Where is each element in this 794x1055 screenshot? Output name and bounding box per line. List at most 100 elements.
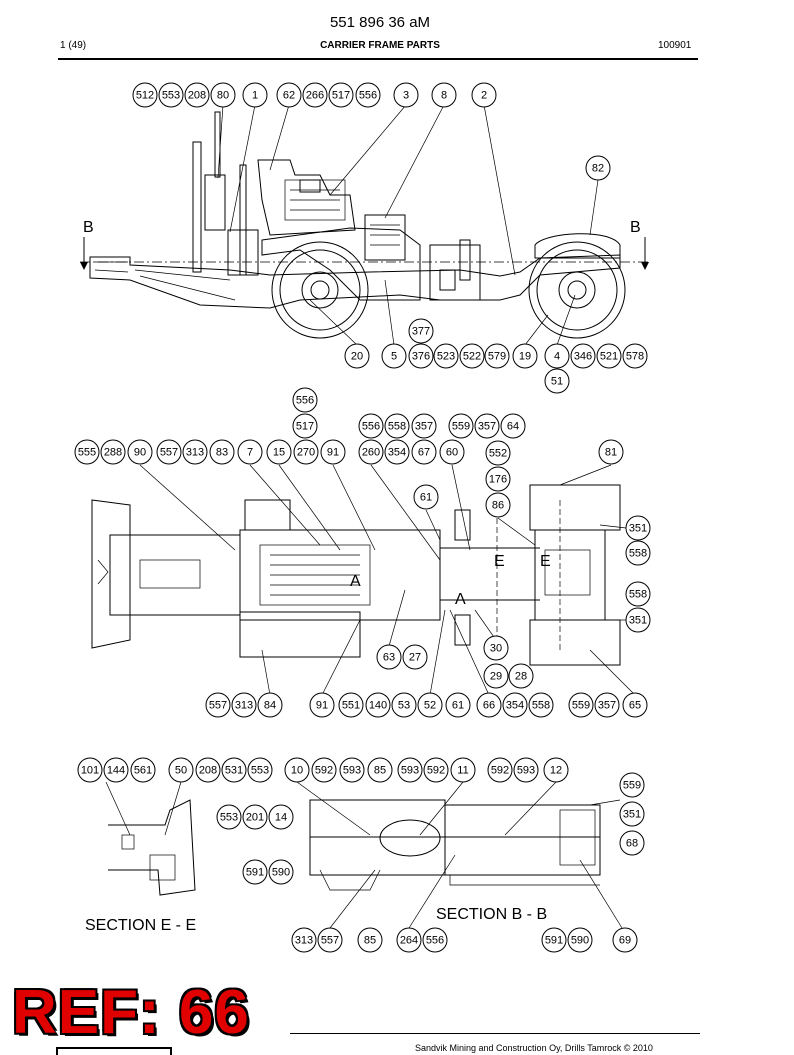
- callout-592: 592: [423, 757, 449, 783]
- callout-label: 351: [629, 615, 647, 627]
- callout-label: 10: [291, 765, 303, 777]
- callout-label: 558: [629, 548, 647, 560]
- callout-label: 558: [629, 589, 647, 601]
- callout-label: 85: [364, 935, 376, 947]
- callout-590: 590: [268, 859, 294, 885]
- callout-label: 81: [605, 447, 617, 459]
- section-ee-label: SECTION E - E: [85, 917, 196, 934]
- callout-label: 53: [398, 700, 410, 712]
- callout-label: 91: [316, 700, 328, 712]
- callout-label: 557: [209, 700, 227, 712]
- callout-label: 270: [297, 447, 315, 459]
- callout-351: 351: [619, 801, 645, 827]
- callout-68: 68: [619, 830, 645, 856]
- callout-144: 144: [103, 757, 129, 783]
- callout-label: 590: [272, 867, 290, 879]
- callout-label: 592: [491, 765, 509, 777]
- callout-label: 91: [327, 447, 339, 459]
- callout-52: 52: [417, 692, 443, 718]
- callout-label: 591: [246, 867, 264, 879]
- callout-208: 208: [195, 757, 221, 783]
- callout-578: 578: [622, 343, 648, 369]
- callout-label: 351: [623, 809, 641, 821]
- callout-label: 559: [572, 700, 590, 712]
- callout-82: 82: [585, 155, 611, 181]
- callout-559: 559: [619, 772, 645, 798]
- callout-90: 90: [127, 439, 153, 465]
- callout-313: 313: [182, 439, 208, 465]
- callout-label: 522: [463, 351, 481, 363]
- callout-label: 66: [483, 700, 495, 712]
- callout-266: 266: [302, 82, 328, 108]
- callout-553: 553: [247, 757, 273, 783]
- callout-557: 557: [205, 692, 231, 718]
- callout-label: 1: [252, 90, 258, 102]
- callout-label: 144: [107, 765, 125, 777]
- page-indicator: 1 (49): [60, 40, 87, 51]
- callout-313: 313: [231, 692, 257, 718]
- callout-4: 4: [544, 343, 570, 369]
- callout-label: 3: [403, 90, 409, 102]
- callout-label: 592: [315, 765, 333, 777]
- callout-558: 558: [625, 540, 651, 566]
- callout-label: 61: [420, 492, 432, 504]
- callout-556: 556: [292, 387, 318, 413]
- callout-label: 15: [273, 447, 285, 459]
- callout-517: 517: [328, 82, 354, 108]
- callout-357: 357: [474, 413, 500, 439]
- callout-1: 1: [242, 82, 268, 108]
- callout-12: 12: [543, 757, 569, 783]
- callout-label: 82: [592, 163, 604, 175]
- callout-label: 578: [626, 351, 644, 363]
- callout-558: 558: [384, 413, 410, 439]
- callout-label: 559: [452, 421, 470, 433]
- callout-label: 266: [306, 90, 324, 102]
- callout-555: 555: [74, 439, 100, 465]
- callout-label: 579: [488, 351, 506, 363]
- callout-label: 591: [545, 935, 563, 947]
- callout-551: 551: [338, 692, 364, 718]
- callout-14: 14: [268, 804, 294, 830]
- callout-label: 512: [136, 90, 154, 102]
- callout-label: 357: [598, 700, 616, 712]
- callout-270: 270: [293, 439, 319, 465]
- document-code: 100901: [658, 40, 692, 51]
- section-bb-label: SECTION B - B: [436, 906, 547, 923]
- callout-590: 590: [567, 927, 593, 953]
- callout-264: 264: [396, 927, 422, 953]
- callout-559: 559: [448, 413, 474, 439]
- callout-288: 288: [100, 439, 126, 465]
- callout-593: 593: [339, 757, 365, 783]
- ref-stamp: REF: 66: [12, 978, 250, 1047]
- callout-91: 91: [309, 692, 335, 718]
- callout-101: 101: [77, 757, 103, 783]
- callout-label: 264: [400, 935, 418, 947]
- callout-354: 354: [384, 439, 410, 465]
- callout-201: 201: [242, 804, 268, 830]
- callout-label: 67: [418, 447, 430, 459]
- footer-rule: [290, 1033, 700, 1034]
- callout-357: 357: [411, 413, 437, 439]
- callout-label: 346: [574, 351, 592, 363]
- callout-2: 2: [471, 82, 497, 108]
- callout-557: 557: [156, 439, 182, 465]
- callout-label: 553: [251, 765, 269, 777]
- callout-61: 61: [445, 692, 471, 718]
- callout-label: 517: [332, 90, 350, 102]
- callout-558: 558: [625, 581, 651, 607]
- callout-7: 7: [237, 439, 263, 465]
- callout-label: 557: [321, 935, 339, 947]
- callout-86: 86: [485, 492, 511, 518]
- callout-label: 517: [296, 421, 314, 433]
- callout-label: 64: [507, 421, 519, 433]
- callout-531: 531: [221, 757, 247, 783]
- callout-60: 60: [439, 439, 465, 465]
- callout-label: 62: [283, 90, 295, 102]
- callout-85: 85: [357, 927, 383, 953]
- callout-61: 61: [413, 484, 439, 510]
- callout-62: 62: [276, 82, 302, 108]
- callout-63: 63: [376, 644, 402, 670]
- callout-313: 313: [291, 927, 317, 953]
- view-label-a-2: A: [455, 591, 466, 608]
- callout-label: 313: [295, 935, 313, 947]
